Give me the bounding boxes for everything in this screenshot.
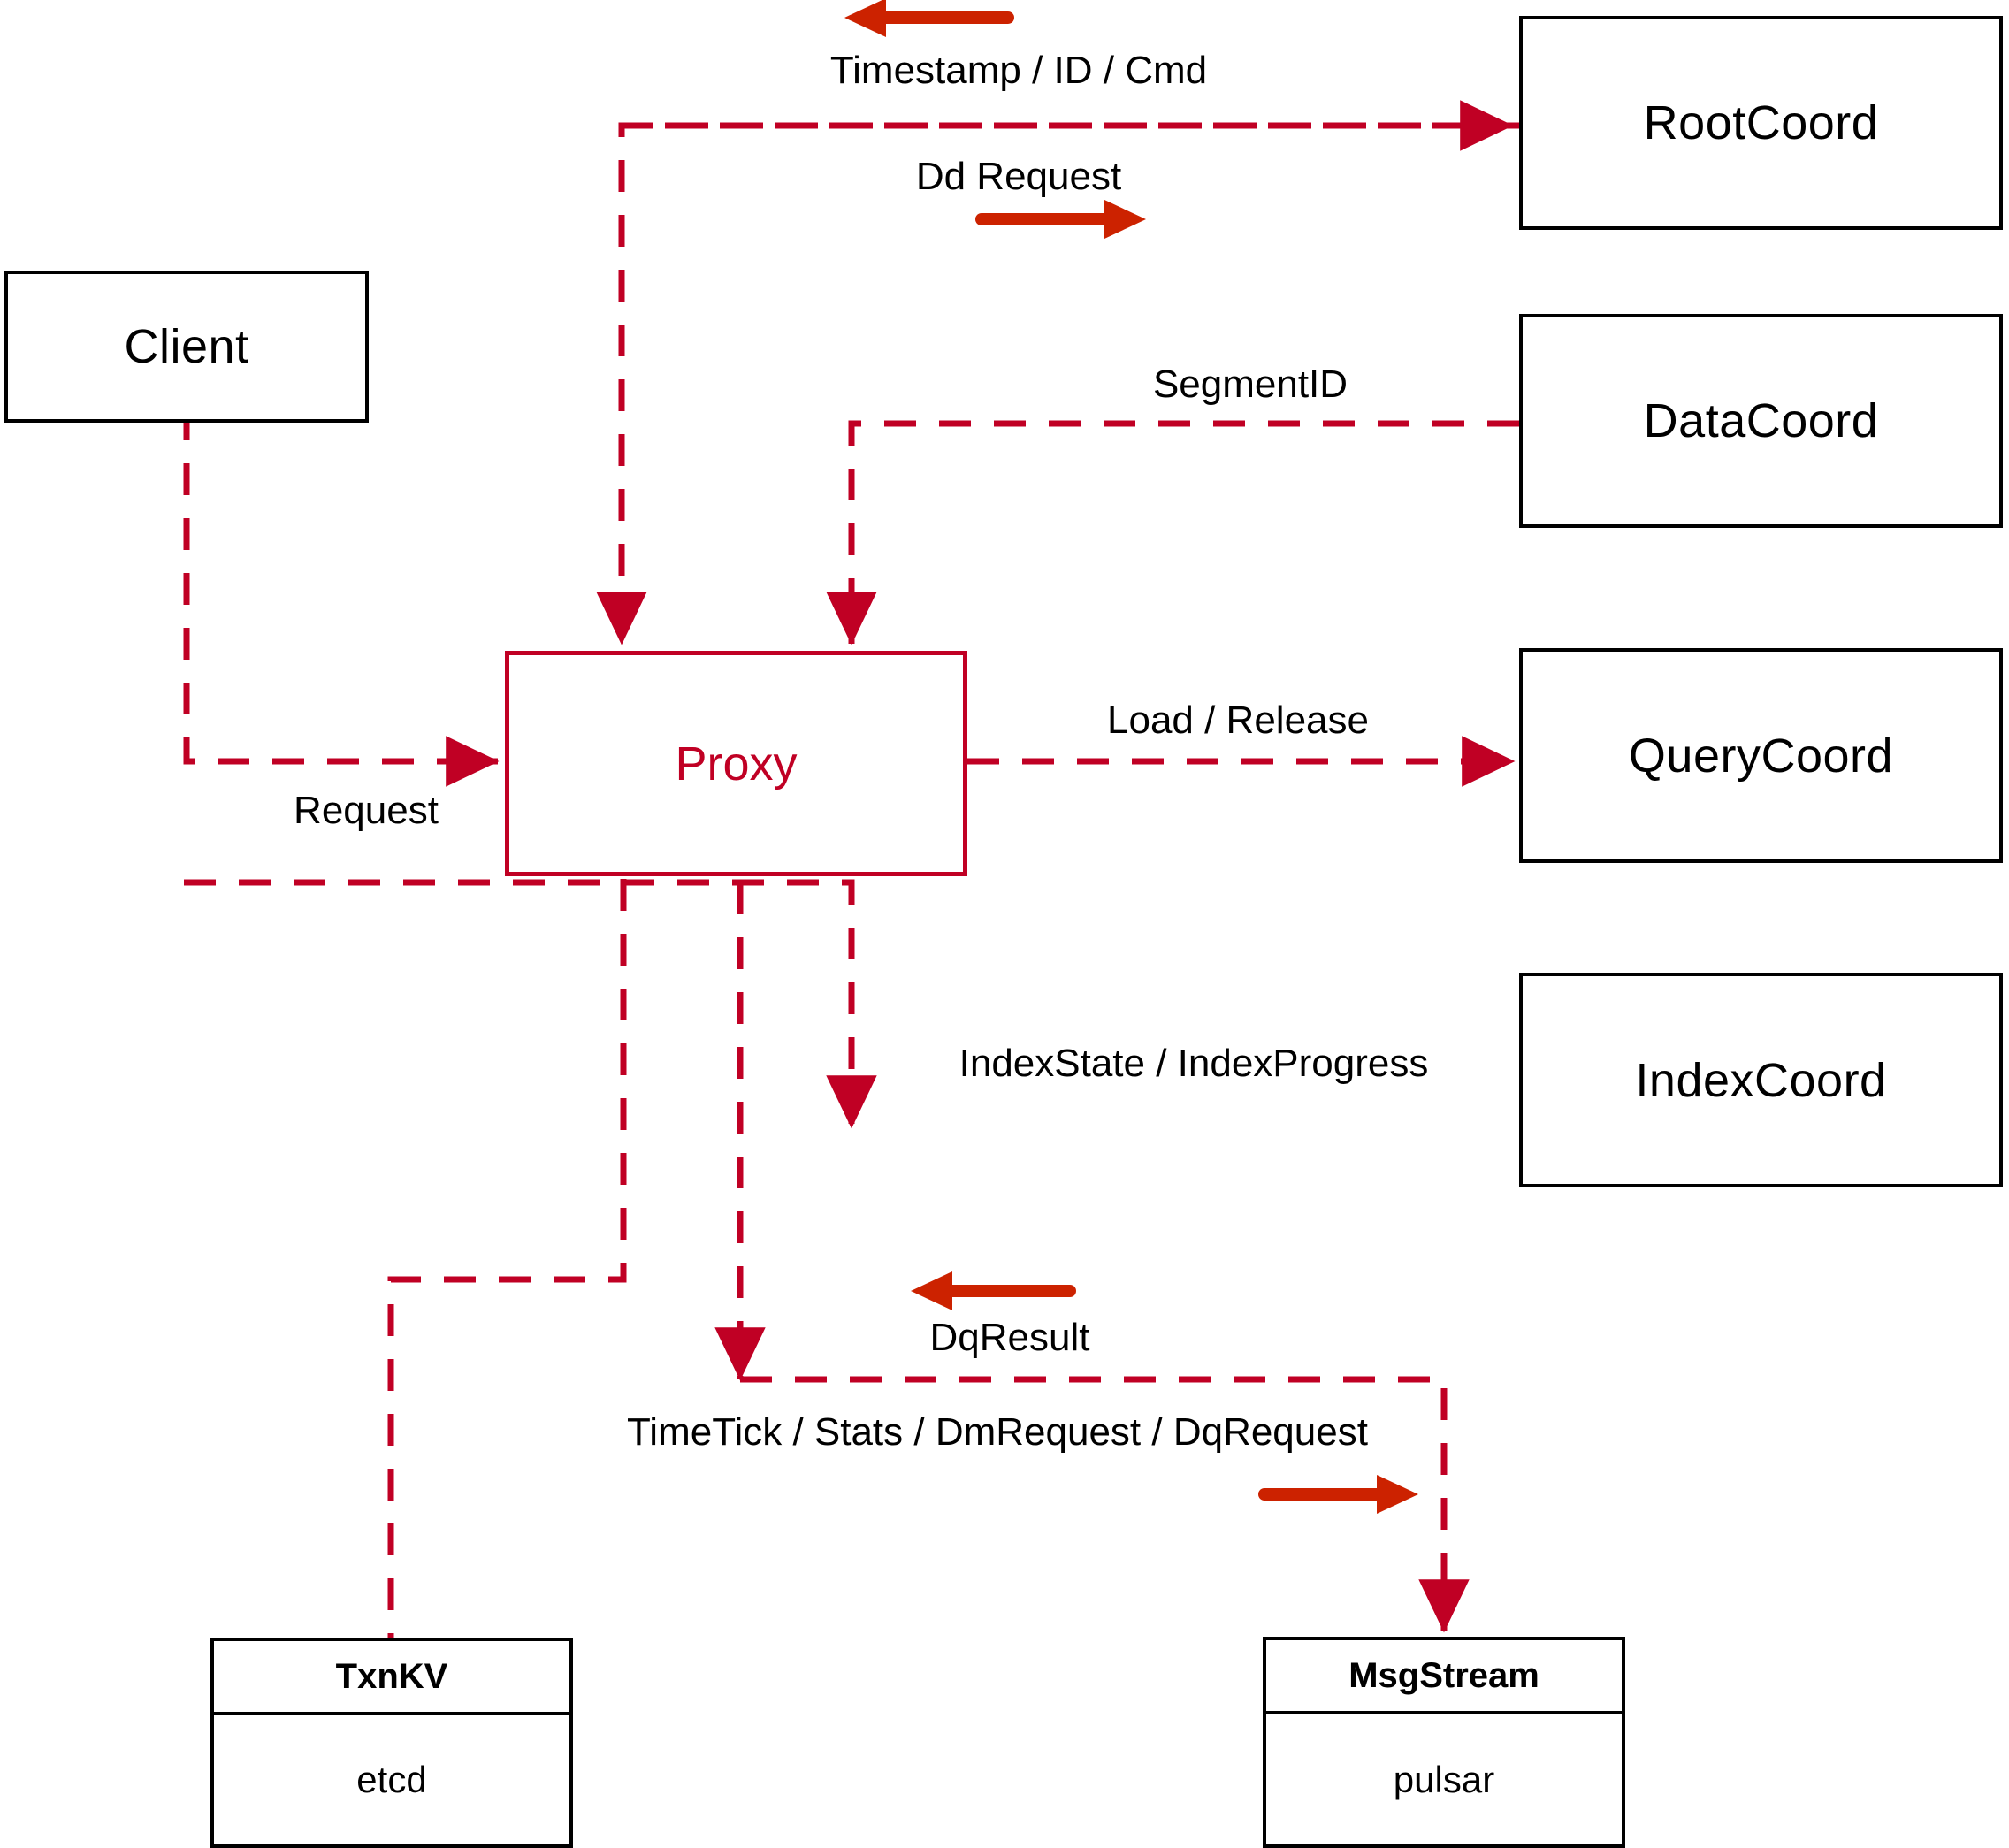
node-index-coord-label: IndexCoord	[1635, 1053, 1887, 1107]
node-proxy-label: Proxy	[675, 737, 798, 790]
edge-label-timestamp-id-cmd: Timestamp / ID / Cmd	[829, 49, 1208, 92]
direction-arrow-right-dd-request	[975, 200, 1146, 239]
edge-label-timetick-stats-dm-dq: TimeTick / Stats / DmRequest / DqRequest	[627, 1410, 1368, 1454]
node-data-coord-label: DataCoord	[1643, 394, 1879, 447]
edge-timetick-stats-dm-dq	[740, 1376, 1470, 1633]
node-root-coord-label: RootCoord	[1643, 96, 1879, 149]
node-query-coord[interactable]: QueryCoord	[1519, 648, 2003, 863]
node-root-coord[interactable]: RootCoord	[1519, 16, 2003, 230]
node-client-label: Client	[124, 320, 249, 373]
edge-label-request: Request	[294, 789, 439, 832]
node-txnkv-impl: etcd	[356, 1759, 427, 1800]
direction-arrow-left-dqresult	[911, 1271, 1076, 1310]
edge-txnkv-link	[387, 879, 627, 1638]
direction-arrow-left-timestamp	[844, 0, 1014, 37]
edge-index-state-progress	[184, 879, 877, 1129]
edge-label-dd-request: Dd Request	[915, 155, 1122, 198]
node-txnkv-title: TxnKV	[214, 1641, 569, 1715]
direction-arrow-right-timetick	[1258, 1475, 1418, 1514]
node-data-coord[interactable]: DataCoord	[1519, 314, 2003, 528]
node-index-coord[interactable]: IndexCoord	[1519, 973, 2003, 1187]
edge-label-index-state-progress: IndexState / IndexProgress	[959, 1042, 1429, 1085]
node-client[interactable]: Client	[4, 271, 369, 423]
node-txnkv[interactable]: TxnKV etcd	[210, 1638, 573, 1848]
node-query-coord-label: QueryCoord	[1628, 729, 1894, 783]
edge-label-dq-result: DqResult	[929, 1316, 1090, 1359]
node-msgstream[interactable]: MsgStream pulsar	[1263, 1637, 1625, 1848]
node-msgstream-title: MsgStream	[1266, 1640, 1622, 1714]
edge-label-load-release: Load / Release	[1107, 699, 1369, 742]
edge-label-segment-id: SegmentID	[1152, 363, 1348, 406]
node-msgstream-impl: pulsar	[1393, 1758, 1495, 1800]
edge-request	[183, 409, 500, 787]
node-proxy[interactable]: Proxy	[505, 651, 967, 876]
edge-segment-id	[826, 420, 1519, 645]
